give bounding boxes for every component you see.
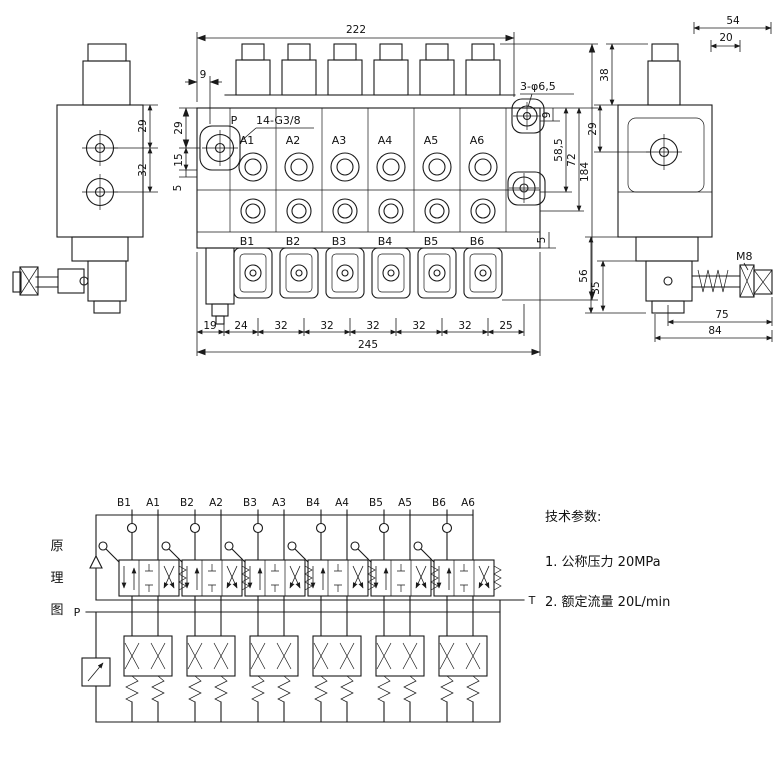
- lever-joint-block: [57, 268, 85, 294]
- port-label-b6: B6: [470, 235, 485, 248]
- thread-note: 14-G3/8: [256, 114, 301, 127]
- dim-245: 245: [358, 339, 378, 351]
- dim-24: 24: [234, 320, 248, 332]
- dim-5-left: 5: [172, 185, 184, 192]
- dim-9-top: 9: [200, 69, 207, 81]
- port-label-a5: A5: [424, 134, 439, 147]
- schematic-title-char-2: 理: [50, 571, 63, 586]
- port-label-a3: A3: [332, 134, 347, 147]
- dim-29-left: 29: [173, 121, 185, 134]
- sec4-b-label: B4: [306, 497, 320, 509]
- dim-32-1: 32: [274, 320, 287, 332]
- port-label-b4: B4: [378, 235, 393, 248]
- port-label-b2: B2: [286, 235, 301, 248]
- schematic-title-char-3: 图: [50, 603, 63, 618]
- sec2-b-label: B2: [180, 497, 194, 509]
- dim-72: 72: [566, 153, 578, 166]
- schematic-p-label: P: [74, 606, 81, 619]
- hydraulic-schematic: 原 理 图 P T B1 A1 B2 A2 B3 A3 B4 A4 B5 A5 …: [50, 497, 536, 723]
- drain-bus: [95, 599, 501, 723]
- sec3-b-label: B3: [243, 497, 257, 509]
- dim-54: 54: [726, 15, 740, 27]
- port-label-a4: A4: [378, 134, 393, 147]
- dim-5-right: 5: [536, 237, 548, 244]
- port-label-b3: B3: [332, 235, 347, 248]
- lever-spring-boot: [697, 269, 729, 293]
- mount-ear-top-right: [511, 98, 545, 134]
- lever-end-coupling: [19, 266, 39, 296]
- tech-item-pressure: 1. 公称压力 20MPa: [545, 555, 661, 570]
- tech-item-flow: 2. 额定流量 20L/min: [545, 595, 670, 610]
- sec4-a-label: A4: [335, 497, 349, 509]
- dim-29-rightview: 29: [587, 122, 599, 135]
- sec5-a-label: A5: [398, 497, 412, 509]
- dim-19: 19: [203, 320, 216, 332]
- dim-84: 84: [708, 325, 722, 337]
- schematic-t-label: T: [528, 594, 536, 607]
- dim-15-left: 15: [173, 153, 185, 166]
- dim-9-right: 9: [541, 112, 553, 119]
- dim-184: 184: [579, 162, 591, 182]
- dim-38: 38: [599, 68, 611, 81]
- sec6-a-label: A6: [461, 497, 475, 509]
- dim-20: 20: [719, 32, 732, 44]
- dim-29-leftview: 29: [137, 119, 149, 132]
- right-side-view: M8 54 20 38 29 56 35 75 84: [578, 15, 773, 342]
- sec1-a-label: A1: [146, 497, 160, 509]
- sec3-a-label: A3: [272, 497, 286, 509]
- port-label-a2: A2: [286, 134, 301, 147]
- port-label-b1: B1: [240, 235, 255, 248]
- front-view: P 14-G3/8 3-φ6,5 A1 A2 A3 A4 A5 A6 B1 B2…: [196, 43, 574, 325]
- t-port-boss: [507, 171, 546, 206]
- sec1-b-label: B1: [117, 497, 131, 509]
- dim-32-2: 32: [320, 320, 333, 332]
- sec6-b-label: B6: [432, 497, 446, 509]
- dim-32-leftview: 32: [137, 163, 149, 176]
- port-label-b5: B5: [424, 235, 439, 248]
- dim-58-5: 58,5: [553, 138, 565, 161]
- dim-32-4: 32: [412, 320, 425, 332]
- port-label-a1: A1: [240, 134, 255, 147]
- thread-label-m8: M8: [736, 250, 753, 263]
- sec2-a-label: A2: [209, 497, 223, 509]
- left-side-view: 29 32: [12, 43, 158, 314]
- dim-56: 56: [578, 269, 590, 283]
- dim-35: 35: [590, 281, 602, 294]
- dim-32-5: 32: [458, 320, 471, 332]
- dim-75: 75: [715, 309, 728, 321]
- port-label-p: P: [231, 114, 238, 127]
- front-view-dimensions: 222 9 29 15 5 9 58,5 72 184 5 19 24 32: [172, 24, 598, 356]
- dim-222: 222: [346, 24, 366, 36]
- tech-parameters: 技术参数: 1. 公称压力 20MPa 2. 额定流量 20L/min: [545, 509, 670, 610]
- sec5-b-label: B5: [369, 497, 383, 509]
- port-label-a6: A6: [470, 134, 485, 147]
- dim-25: 25: [499, 320, 512, 332]
- schematic-title-char-1: 原: [50, 539, 63, 554]
- tech-heading: 技术参数:: [545, 509, 601, 525]
- dim-32-3: 32: [366, 320, 379, 332]
- check-valve: [89, 554, 103, 569]
- hole-note: 3-φ6,5: [520, 80, 556, 93]
- relief-valve-symbol: [81, 657, 111, 687]
